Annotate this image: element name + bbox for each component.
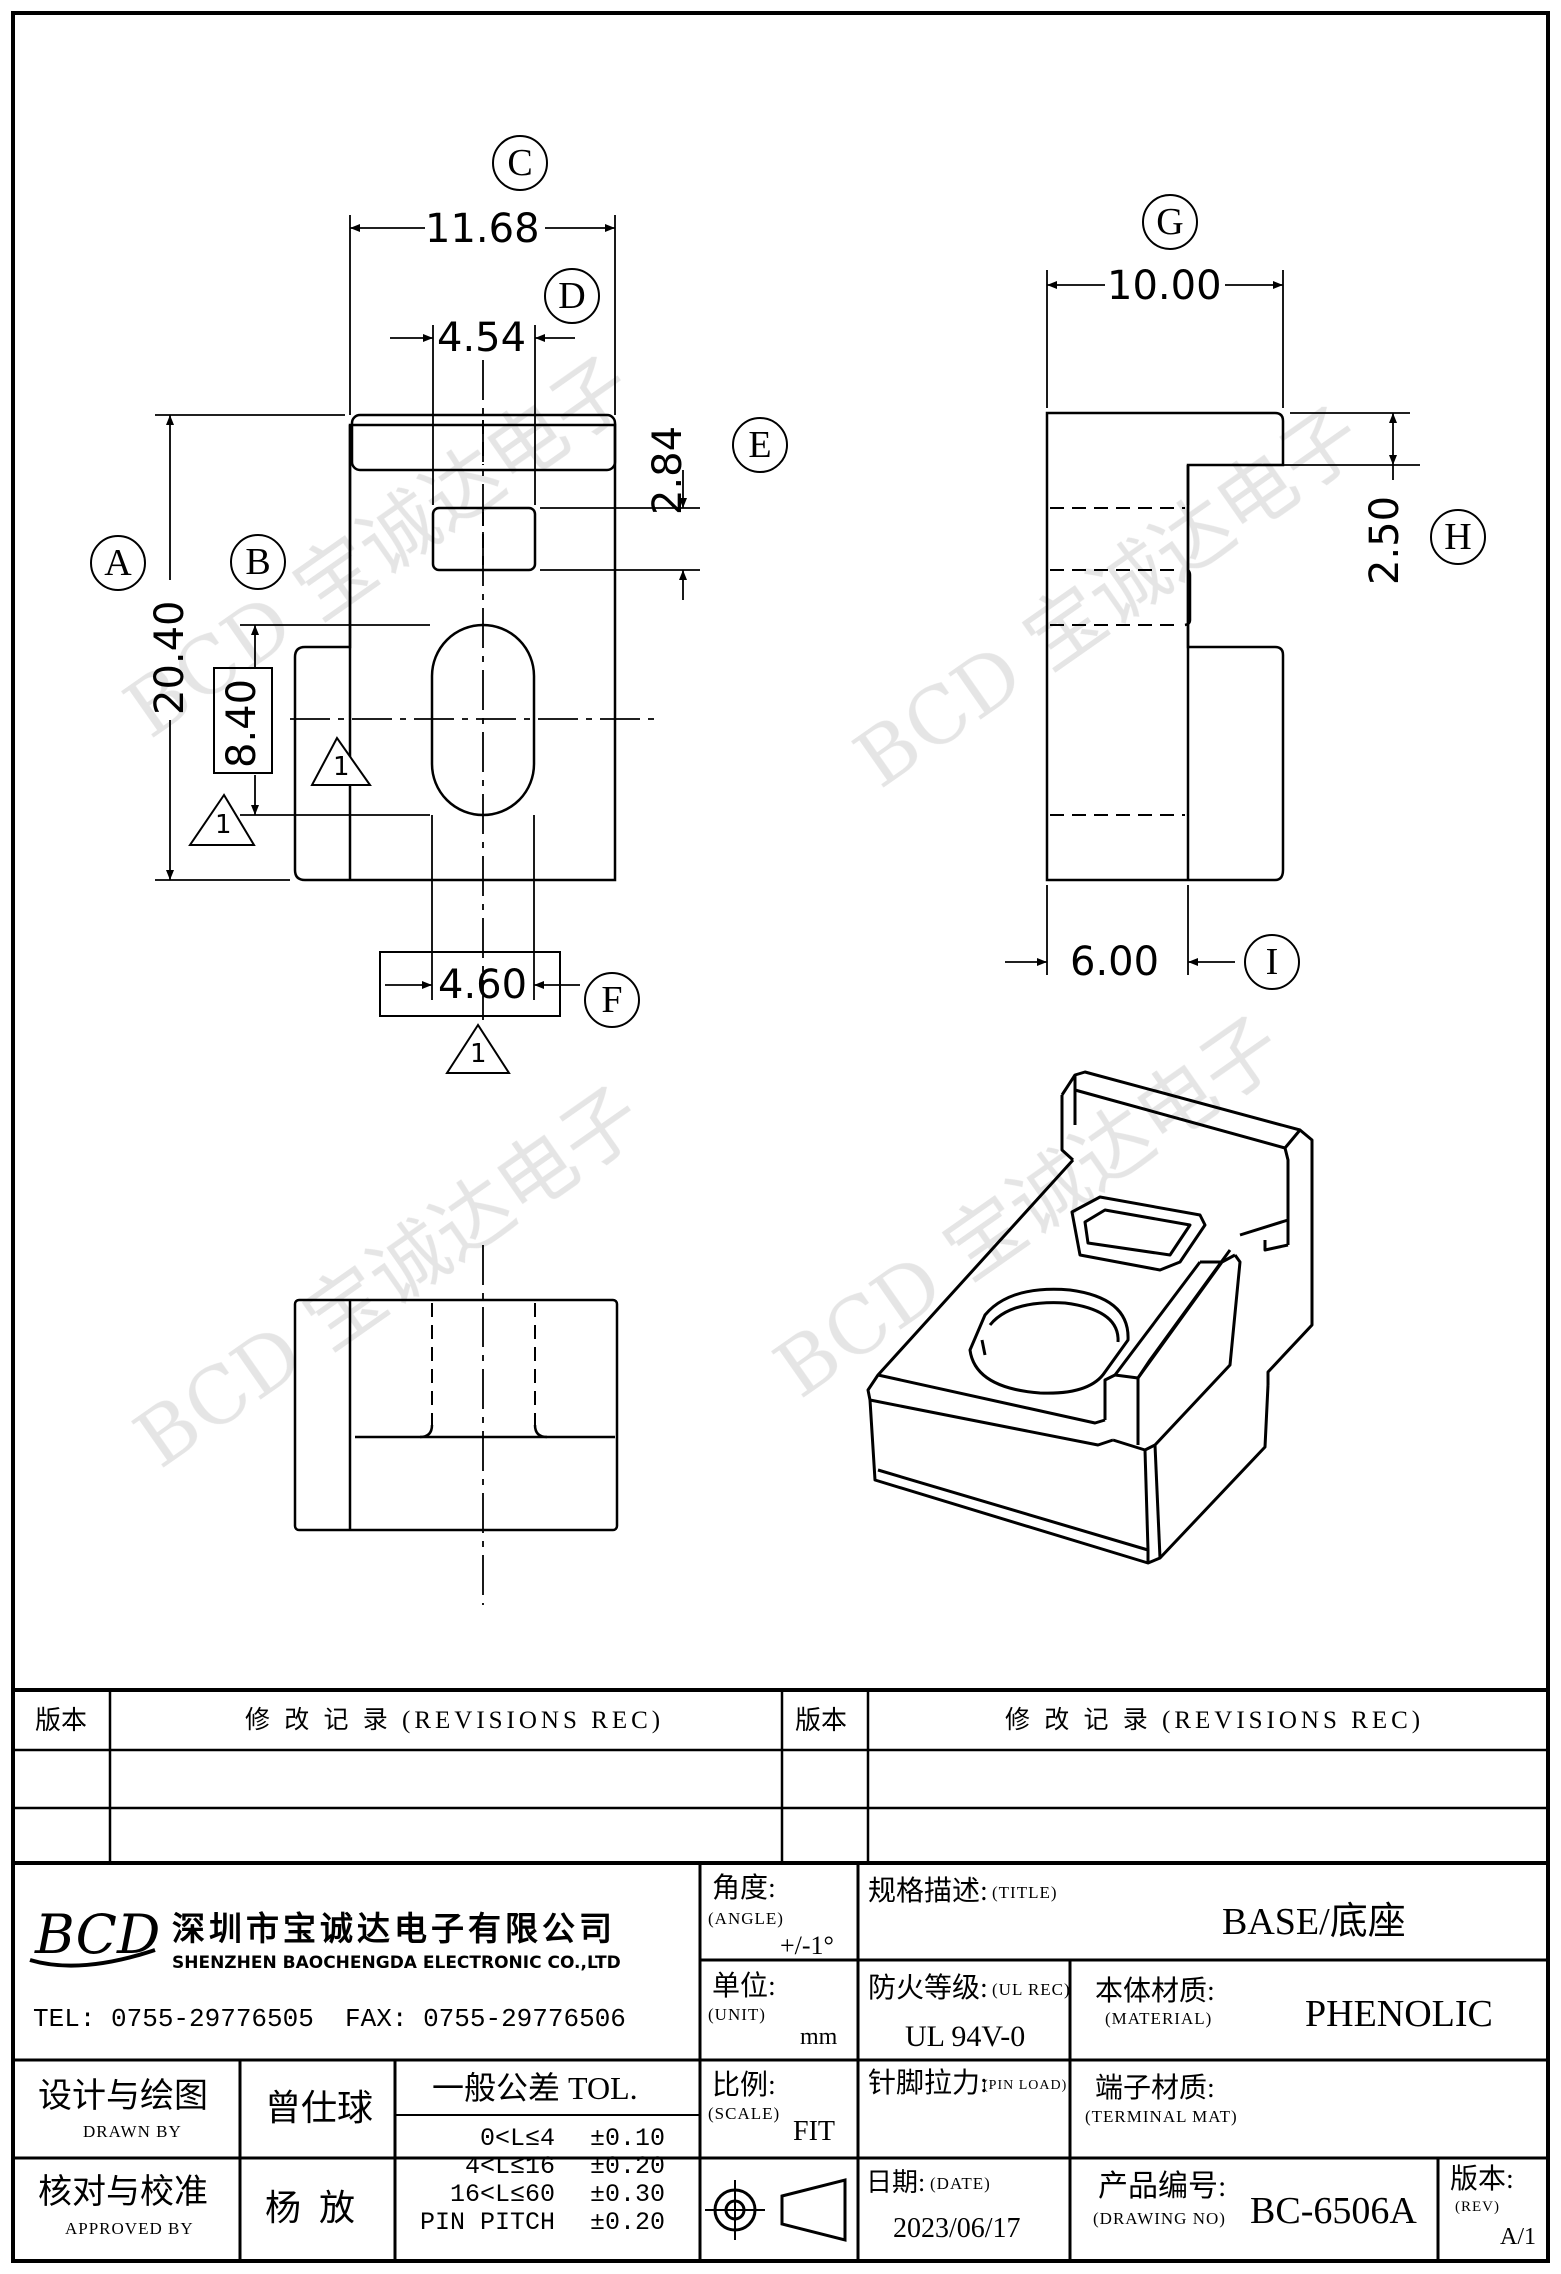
dim-e-value: 2.84 <box>645 425 691 515</box>
drawn-label: 设计与绘图 <box>38 2078 208 2115</box>
rev-label: 版本: <box>1450 2164 1514 2195</box>
ul-label: 防火等级: <box>868 1973 988 2004</box>
dim-g-value: 10.00 <box>1107 263 1222 309</box>
scale-label: 比例: <box>712 2070 776 2101</box>
title-block-lines <box>13 1688 1548 2261</box>
tol-range: 4<L≤16 <box>464 2152 555 2181</box>
scale-sub: (SCALE) <box>708 2104 781 2123</box>
date-value: 2023/06/17 <box>893 2213 1021 2244</box>
company-tel-fax: TEL: 0755-29776505 FAX: 0755-29776506 <box>33 2004 626 2034</box>
rev-left-ver-header: 版本 <box>35 1706 88 1735</box>
dim-a-value: 20.40 <box>147 600 193 715</box>
dim-i-value: 6.00 <box>1070 939 1160 985</box>
front-view <box>293 1298 619 1532</box>
logo-text: BCD <box>34 1903 160 1966</box>
terminal-label: 端子材质: <box>1095 2073 1215 2104</box>
company-name-en: SHENZHEN BAOCHENGDA ELECTRONIC CO.,LTD <box>172 1953 621 1973</box>
callout-h: H <box>1430 509 1486 565</box>
ul-sub: (UL REC) <box>992 1980 1071 1999</box>
watermark-text-2: BCD 宝诚达电子 <box>839 390 1379 805</box>
pin-load-sub: (PIN LOAD) <box>983 2078 1068 2093</box>
tol-header: 一般公差 TOL. <box>432 2070 638 2106</box>
callout-f: F <box>584 972 640 1028</box>
approved-label: 核对与校准 <box>38 2174 208 2211</box>
projection-symbol-icon <box>705 2178 847 2242</box>
unit-sub: (UNIT) <box>708 2005 766 2024</box>
rev-right-rec-header: 修 改 记 录 (REVISIONS REC) <box>1005 1707 1425 1734</box>
approved-name: 杨 放 <box>265 2188 356 2228</box>
dim-c-value: 11.68 <box>425 206 540 252</box>
tol-value: ±0.20 <box>590 2152 666 2181</box>
title-label: 规格描述: <box>868 1876 988 1907</box>
dim-b-value: 8.40 <box>219 678 265 768</box>
angle-sub: (ANGLE) <box>708 1909 784 1928</box>
material-sub: (MATERIAL) <box>1105 2009 1213 2028</box>
date-sub: (DATE) <box>930 2174 991 2193</box>
dim-f-value: 4.60 <box>438 962 528 1008</box>
angle-label: 角度: <box>712 1873 776 1904</box>
ul-value: UL 94V-0 <box>905 2020 1026 2053</box>
tol-range: 0<L≤4 <box>479 2124 555 2153</box>
terminal-sub: (TERMINAL MAT) <box>1085 2107 1238 2126</box>
approved-sub: APPROVED BY <box>65 2219 194 2238</box>
triangle-note-3: 1 <box>470 1039 487 1069</box>
rev-value: A/1 <box>1500 2224 1536 2250</box>
drawn-name: 曾仕球 <box>265 2088 374 2128</box>
callout-e: E <box>732 417 788 473</box>
side-view-dimensions <box>1005 270 1420 975</box>
tol-value: ±0.30 <box>590 2180 666 2209</box>
front-view-fillet-left <box>419 1424 434 1439</box>
tol-value: ±0.10 <box>590 2124 666 2153</box>
drawing-no-sub: (DRAWING NO) <box>1093 2209 1226 2228</box>
rev-right-ver-header: 版本 <box>795 1706 848 1735</box>
isometric-view <box>866 1070 1314 1565</box>
callout-b: B <box>230 534 286 590</box>
pin-load-label: 针脚拉力: <box>868 2068 988 2099</box>
callout-d: D <box>544 268 600 324</box>
dim-h-value: 2.50 <box>1362 495 1408 585</box>
f-dim-box <box>379 951 561 1017</box>
side-view-hidden-lines <box>1050 507 1185 816</box>
tol-range: PIN PITCH <box>419 2208 555 2237</box>
drawing-no-label: 产品编号: <box>1098 2170 1227 2203</box>
side-view <box>1045 411 1285 882</box>
dim-d-value: 4.54 <box>437 315 527 361</box>
top-view-centerlines <box>290 360 660 1020</box>
rev-left-rec-header: 修 改 记 录 (REVISIONS REC) <box>245 1707 665 1734</box>
tol-range: 16<L≤60 <box>449 2180 555 2209</box>
date-label: 日期: <box>866 2168 926 2197</box>
triangle-note-2: 1 <box>215 810 232 840</box>
angle-value: +/-1° <box>780 1931 834 1960</box>
material-label: 本体材质: <box>1095 1976 1215 2007</box>
title-value: BASE/底座 <box>1222 1901 1406 1943</box>
side-view-slot <box>1184 569 1192 627</box>
callout-g: G <box>1142 194 1198 250</box>
unit-value: mm <box>800 2024 838 2050</box>
sheet-border <box>11 11 1550 2263</box>
bcd-logo: BCD <box>29 1903 160 1968</box>
title-sub: (TITLE) <box>992 1883 1058 1902</box>
callout-i: I <box>1244 934 1300 990</box>
drawing-no-value: BC-6506A <box>1250 2190 1417 2232</box>
company-name-cn: 深圳市宝诚达电子有限公司 <box>172 1909 616 1948</box>
rev-sub: (REV) <box>1455 2199 1500 2215</box>
callout-c: C <box>492 135 548 191</box>
note-triangles <box>188 736 511 1074</box>
scale-value: FIT <box>793 2116 835 2147</box>
material-value: PHENOLIC <box>1305 1993 1493 2035</box>
top-view-dimensions <box>155 215 700 1000</box>
callout-a: A <box>90 535 146 591</box>
triangle-note-1: 1 <box>333 752 350 782</box>
unit-label: 单位: <box>712 1971 776 2002</box>
drawn-sub: DRAWN BY <box>83 2122 182 2141</box>
tol-value: ±0.20 <box>590 2208 666 2237</box>
b-dim-box <box>213 667 273 774</box>
watermark-text-3: BCD 宝诚达电子 <box>119 1070 659 1485</box>
front-view-fillet-right <box>533 1424 548 1439</box>
